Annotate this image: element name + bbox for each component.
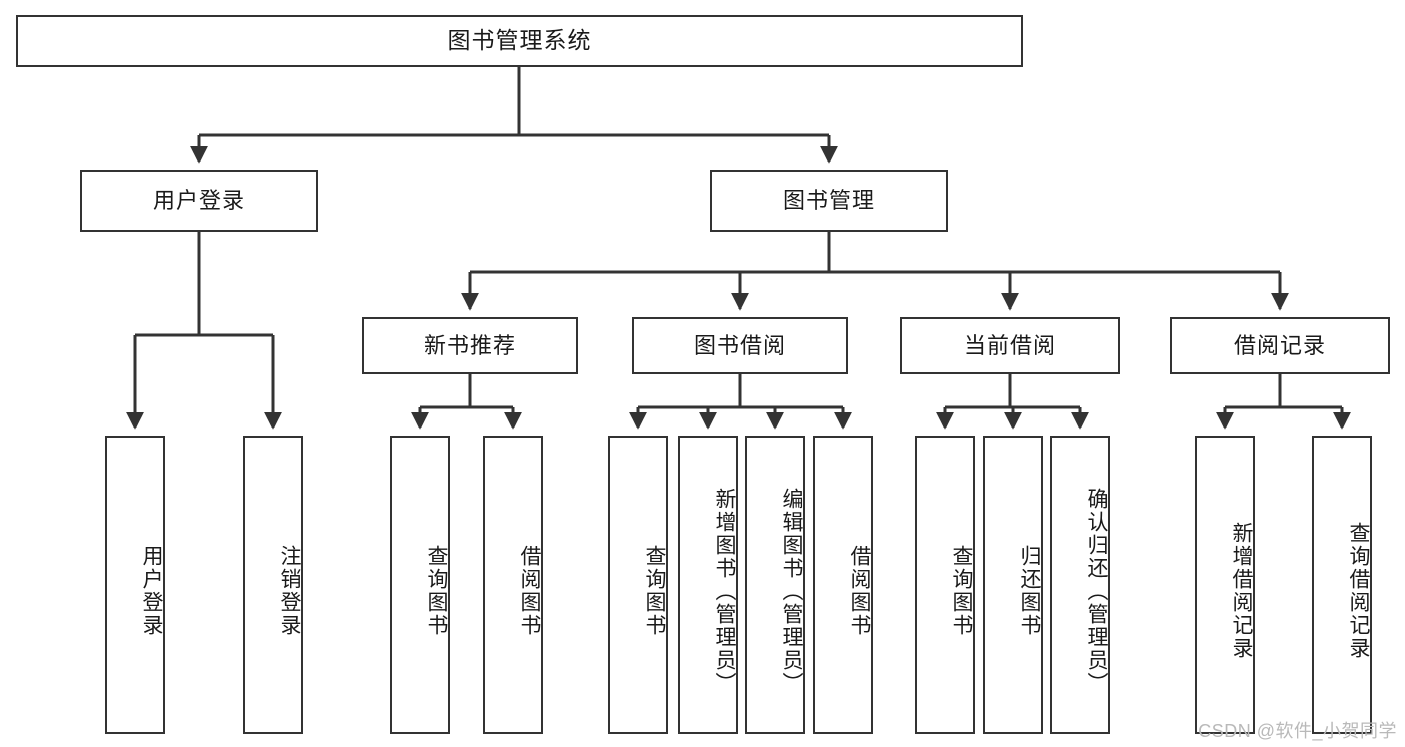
leaf-query-book-borrow[interactable]: 查询图书: [608, 436, 668, 734]
leaf-borrow-book[interactable]: 借阅图书: [813, 436, 873, 734]
leaf-label: 用户登录: [140, 545, 163, 637]
node-root-label: 图书管理系统: [447, 27, 592, 54]
node-book-management-label: 图书管理: [782, 188, 875, 214]
leaf-label: 归还图书: [1018, 545, 1041, 637]
node-borrow-record-label: 借阅记录: [1233, 332, 1326, 358]
leaf-label: 借阅图书: [848, 545, 871, 637]
node-user-login-label: 用户登录: [152, 188, 245, 214]
node-book-borrow-label: 图书借阅: [693, 332, 786, 358]
node-current-borrow[interactable]: 当前借阅: [900, 317, 1120, 374]
leaf-logout[interactable]: 注销登录: [243, 436, 303, 734]
leaf-label: 编辑图书（管理员）: [780, 487, 803, 695]
node-borrow-record[interactable]: 借阅记录: [1170, 317, 1390, 374]
leaf-borrow-book-recommend[interactable]: 借阅图书: [483, 436, 543, 734]
leaf-label: 查询借阅记录: [1347, 522, 1370, 660]
leaf-add-borrow-record[interactable]: 新增借阅记录: [1195, 436, 1255, 734]
leaf-edit-book-admin[interactable]: 编辑图书（管理员）: [745, 436, 805, 734]
leaf-label: 新增图书（管理员）: [713, 487, 736, 695]
leaf-add-book-admin[interactable]: 新增图书（管理员）: [678, 436, 738, 734]
node-book-borrow[interactable]: 图书借阅: [632, 317, 848, 374]
leaf-label: 借阅图书: [518, 545, 541, 637]
leaf-label: 确认归还（管理员）: [1085, 487, 1108, 695]
leaf-user-login[interactable]: 用户登录: [105, 436, 165, 734]
leaf-query-book-current[interactable]: 查询图书: [915, 436, 975, 734]
leaf-query-borrow-record[interactable]: 查询借阅记录: [1312, 436, 1372, 734]
leaf-label: 新增借阅记录: [1230, 522, 1253, 660]
leaf-label: 注销登录: [278, 545, 301, 637]
leaf-query-book-recommend[interactable]: 查询图书: [390, 436, 450, 734]
leaf-label: 查询图书: [643, 545, 666, 637]
csdn-watermark: CSDN @软件_小贺同学: [1198, 721, 1397, 741]
leaf-confirm-return-admin[interactable]: 确认归还（管理员）: [1050, 436, 1110, 734]
leaf-label: 查询图书: [425, 545, 448, 637]
node-current-borrow-label: 当前借阅: [963, 332, 1056, 358]
node-book-management[interactable]: 图书管理: [710, 170, 948, 232]
node-root[interactable]: 图书管理系统: [16, 15, 1023, 67]
node-new-book-recommend[interactable]: 新书推荐: [362, 317, 578, 374]
node-new-book-recommend-label: 新书推荐: [423, 332, 516, 358]
node-user-login[interactable]: 用户登录: [80, 170, 318, 232]
leaf-return-book[interactable]: 归还图书: [983, 436, 1043, 734]
leaf-label: 查询图书: [950, 545, 973, 637]
